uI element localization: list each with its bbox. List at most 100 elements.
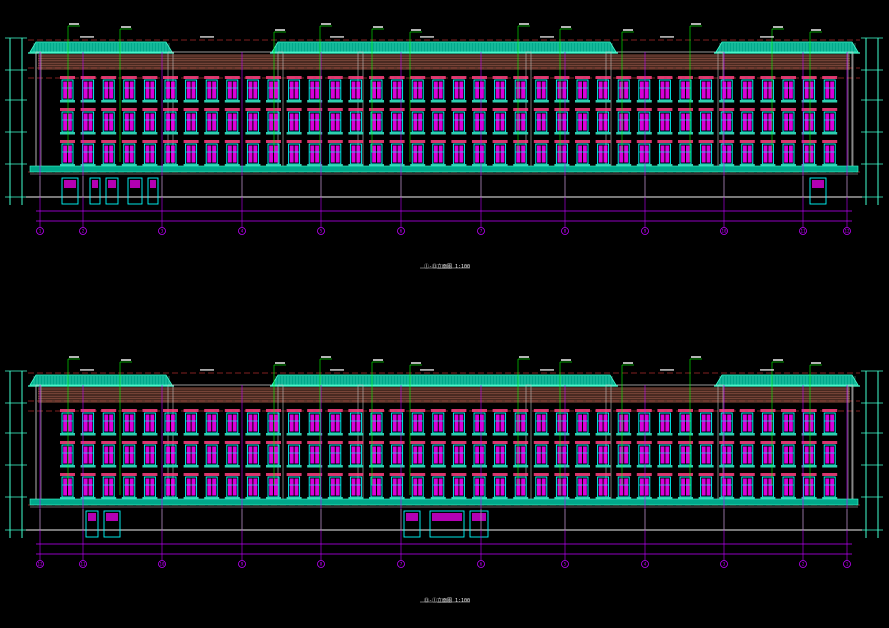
window-pane xyxy=(598,81,603,99)
window-lintel xyxy=(492,108,508,111)
window-sill xyxy=(224,164,240,167)
annotation-text-stub xyxy=(540,369,554,371)
window-sill xyxy=(513,433,529,436)
window-pane xyxy=(335,478,340,496)
window-sill xyxy=(801,100,817,103)
axis-number: 9 xyxy=(644,229,647,234)
axis-bubble xyxy=(158,227,166,235)
axis-number: 4 xyxy=(644,562,647,567)
window-pane xyxy=(722,81,727,99)
window-pane xyxy=(727,81,731,99)
window-pane xyxy=(660,113,665,131)
window-sill xyxy=(389,465,405,468)
annotation-text-stub xyxy=(411,362,421,364)
window-pane xyxy=(351,478,356,496)
window-sill xyxy=(266,433,281,436)
window-pane xyxy=(747,414,752,432)
window-pane xyxy=(701,478,706,496)
window-sill xyxy=(760,497,776,500)
window-pane xyxy=(537,414,541,432)
window-pane xyxy=(516,446,521,464)
window-sill xyxy=(719,100,735,103)
annotation-text-stub xyxy=(773,359,783,361)
window-sill xyxy=(678,465,693,468)
annotation-text-stub xyxy=(275,362,285,364)
window-sill xyxy=(595,433,611,436)
window-sill xyxy=(60,465,75,468)
window-pane xyxy=(63,478,67,496)
window-lintel xyxy=(822,473,838,476)
window-pane xyxy=(583,478,587,496)
window-pane xyxy=(784,446,788,464)
window-lintel xyxy=(410,441,426,444)
window-pane xyxy=(331,145,335,163)
axis-bubble xyxy=(720,227,728,235)
window-sill xyxy=(163,497,178,500)
window-pane xyxy=(763,145,768,163)
window-sill xyxy=(657,164,673,167)
window-lintel xyxy=(451,108,467,111)
window-sill xyxy=(719,164,735,167)
window-pane xyxy=(459,145,464,163)
ground-door-panel xyxy=(406,513,418,521)
window-sill xyxy=(781,497,796,500)
window-pane xyxy=(413,446,418,464)
window-lintel xyxy=(286,76,302,79)
window-lintel xyxy=(142,473,158,476)
window-sill xyxy=(307,433,323,436)
window-pane xyxy=(418,81,422,99)
window-lintel xyxy=(430,409,446,412)
window-pane xyxy=(562,478,567,496)
window-pane xyxy=(331,478,335,496)
window-sill xyxy=(348,100,364,103)
window-lintel xyxy=(183,473,199,476)
annotation-text-stub xyxy=(80,369,94,371)
window-pane xyxy=(150,81,155,99)
window-pane xyxy=(248,414,253,432)
window-pane xyxy=(804,113,809,131)
window-lintel xyxy=(410,140,426,143)
window-pane xyxy=(578,414,582,432)
window-pane xyxy=(500,446,505,464)
window-pane xyxy=(809,113,814,131)
window-lintel xyxy=(698,409,714,412)
axis-number: 7 xyxy=(480,229,483,234)
window-pane xyxy=(644,414,649,432)
window-pane xyxy=(335,81,340,99)
window-lintel xyxy=(801,76,817,79)
window-sill xyxy=(554,164,570,167)
window-pane xyxy=(578,478,582,496)
window-pane xyxy=(578,145,582,163)
window-lintel xyxy=(80,441,96,444)
window-lintel xyxy=(224,108,240,111)
window-pane xyxy=(269,113,273,131)
axis-bubble xyxy=(477,227,485,235)
window-pane xyxy=(454,113,459,131)
window-sill xyxy=(781,164,796,167)
window-pane xyxy=(640,81,644,99)
window-pane xyxy=(516,113,521,131)
window-sill xyxy=(80,497,96,500)
window-pane xyxy=(541,81,546,99)
window-sill xyxy=(430,132,446,135)
window-lintel xyxy=(719,441,735,444)
window-sill xyxy=(121,497,137,500)
ground-door xyxy=(89,177,101,205)
window-pane xyxy=(603,113,608,131)
window-pane xyxy=(68,446,72,464)
window-pane xyxy=(763,113,768,131)
window-lintel xyxy=(492,409,508,412)
window-pane xyxy=(727,478,731,496)
window-pane xyxy=(557,446,562,464)
window-lintel xyxy=(698,76,714,79)
annotation-text-stub xyxy=(811,362,821,364)
window-sill xyxy=(410,465,426,468)
window-lintel xyxy=(575,140,590,143)
window-lintel xyxy=(430,76,446,79)
window-sill xyxy=(307,497,323,500)
window-sill xyxy=(513,465,529,468)
window-pane xyxy=(104,478,109,496)
window-sill xyxy=(286,164,302,167)
window-pane xyxy=(825,414,830,432)
